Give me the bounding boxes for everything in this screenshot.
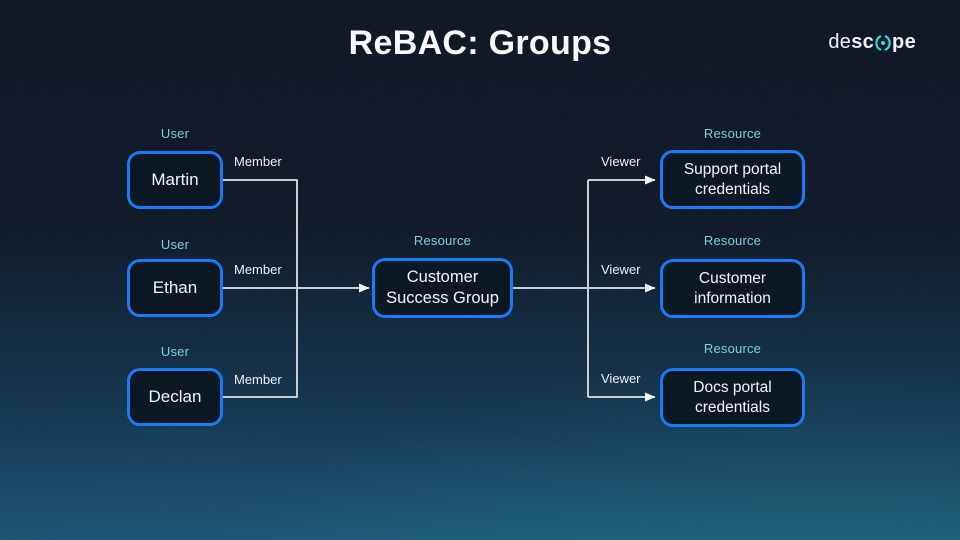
edge-label-viewer: Viewer — [601, 371, 641, 386]
type-label-user: User — [160, 126, 190, 141]
type-label-resource: Resource — [413, 233, 472, 248]
node-resource-docs-portal: Docs portal credentials — [660, 368, 805, 427]
node-label: Ethan — [152, 278, 198, 298]
type-label-user: User — [160, 344, 190, 359]
node-label: Declan — [148, 387, 202, 407]
node-label: Support portal credentials — [683, 160, 782, 198]
logo-text-sc: sc — [851, 31, 875, 53]
logo-text-pe: pe — [892, 31, 916, 53]
edge-label-member: Member — [234, 262, 282, 277]
node-user-ethan: Ethan — [127, 259, 223, 317]
page-title: ReBAC: Groups — [348, 24, 612, 62]
type-label-resource: Resource — [703, 233, 762, 248]
node-label: Martin — [151, 170, 199, 190]
node-label: Docs portal credentials — [693, 378, 772, 416]
node-resource-support-portal: Support portal credentials — [660, 150, 805, 209]
type-label-user: User — [160, 237, 190, 252]
edge-label-viewer: Viewer — [601, 262, 641, 277]
logo-text-de: de — [828, 31, 852, 53]
node-user-declan: Declan — [127, 368, 223, 426]
node-label: Customer information — [694, 269, 771, 307]
edge-label-member: Member — [234, 154, 282, 169]
node-user-martin: Martin — [127, 151, 223, 209]
node-group-customer-success: Customer Success Group — [372, 258, 513, 318]
edge-label-member: Member — [234, 372, 282, 387]
type-label-resource: Resource — [703, 126, 762, 141]
node-label: Customer Success Group — [386, 267, 499, 307]
descope-o-icon — [875, 35, 891, 51]
edge-label-viewer: Viewer — [601, 154, 641, 169]
type-label-resource: Resource — [703, 341, 762, 356]
node-resource-customer-information: Customer information — [660, 259, 805, 318]
